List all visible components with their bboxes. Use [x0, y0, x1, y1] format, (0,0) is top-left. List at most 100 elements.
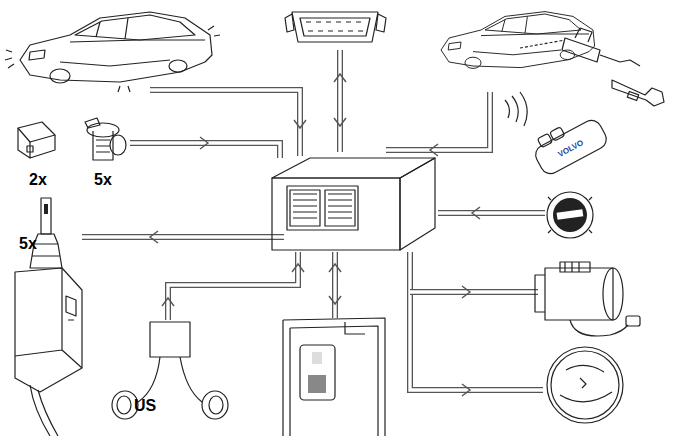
- signal-arrows: [82, 50, 545, 396]
- signal-arrows-part: [386, 92, 490, 150]
- signal-arrows-part: [410, 289, 538, 295]
- signal-arrows-part: [334, 118, 346, 126]
- signal-arrows-part: [337, 50, 343, 152]
- signal-arrows-part: [462, 384, 470, 396]
- starter-motor-part: [626, 316, 640, 326]
- door-switches-part: [27, 146, 33, 152]
- signal-arrows-part: [430, 144, 438, 156]
- diagnostic-connector-part: [285, 14, 386, 32]
- signal-arrows-part: [410, 290, 538, 293]
- ignition-switch-part: [547, 192, 593, 238]
- starter-motor-part: [560, 262, 590, 272]
- signal-arrows-part: [294, 120, 306, 128]
- ignition-switch-part: [553, 198, 587, 232]
- switch-panel-part: [345, 322, 365, 334]
- door-switches-part: [18, 122, 55, 142]
- signal-arrows-part: [386, 92, 490, 150]
- brand-label: VOLVO: [557, 139, 585, 159]
- door-switches-part: [87, 123, 119, 137]
- car-central-locking-part: [627, 91, 638, 100]
- lock-motor-part: [30, 385, 58, 436]
- diagnostic-connector-part: [300, 18, 370, 36]
- door-switches-part: [110, 135, 126, 155]
- switch-panel-part: [300, 345, 335, 400]
- central-module-part: [272, 158, 435, 178]
- ultrasonic-sensors-part: [150, 322, 190, 357]
- car-central-locking-part: [520, 40, 565, 48]
- signal-arrows-part: [168, 252, 298, 320]
- switch-panel-part: [308, 375, 326, 393]
- ultrasonic-sensors-part: [202, 391, 228, 419]
- lock-motor-part: [15, 268, 82, 392]
- central-module-part: [272, 178, 400, 250]
- signal-arrows-part: [332, 252, 338, 318]
- central-module-part: [293, 194, 352, 218]
- car-central-locking: [441, 12, 664, 106]
- remote-control-part: [550, 127, 565, 141]
- signal-arrows-part: [82, 234, 284, 240]
- signal-arrows-part: [338, 50, 341, 152]
- siren: [547, 347, 623, 423]
- central-module-part: [325, 190, 355, 226]
- signal-arrows-part: [200, 137, 208, 149]
- ultrasonic-sensors-part: [209, 396, 223, 414]
- quantity-label: 2x: [29, 172, 47, 188]
- signal-arrows-part: [150, 231, 158, 243]
- starter-motor-part: [535, 275, 545, 312]
- remote-control-part: [505, 92, 527, 126]
- siren-part: [560, 365, 612, 401]
- central-module: [272, 158, 435, 250]
- ultrasonic-sensors: [112, 322, 228, 419]
- signal-arrows-part: [333, 252, 336, 318]
- starter-motor-part: [570, 320, 628, 336]
- signal-arrows-part: [292, 264, 304, 272]
- door-switches-part: [93, 131, 113, 160]
- door-switches-part: [18, 128, 55, 158]
- door-switches-part: [85, 118, 100, 128]
- remote-control: [505, 92, 610, 177]
- diagnostic-connector-part: [306, 22, 363, 31]
- signal-arrows-part: [82, 235, 284, 238]
- signal-arrows-part: [410, 252, 543, 390]
- switch-panel-part: [283, 318, 385, 436]
- starter-motor-part: [603, 268, 623, 320]
- ignition-switch-part: [548, 197, 592, 233]
- siren-part: [551, 351, 619, 419]
- lock-motor-part: [41, 198, 51, 234]
- switch-panel: [283, 318, 385, 436]
- diagnostic-connector: [285, 12, 386, 42]
- signal-arrows-part: [329, 296, 341, 304]
- market-label: US: [134, 398, 156, 414]
- signal-arrows-part: [410, 252, 543, 390]
- remote-control-part: [537, 133, 552, 147]
- switch-panel-part: [312, 352, 322, 364]
- signal-arrows-part: [162, 298, 174, 306]
- central-module-part: [287, 186, 358, 230]
- car-central-locking-part: [575, 28, 640, 66]
- central-module-part: [400, 158, 435, 250]
- switch-panel-part: [290, 326, 378, 436]
- car-lights-part: [5, 26, 220, 92]
- lock-motor: [15, 198, 82, 436]
- ignition-switch: [547, 192, 593, 238]
- ignition-switch-part: [557, 209, 584, 220]
- signal-arrows-part: [168, 252, 298, 320]
- signal-arrows-part: [472, 207, 480, 219]
- ultrasonic-sensors-part: [117, 396, 131, 414]
- signal-arrows-part: [334, 74, 346, 82]
- starter-motor-part: [565, 262, 579, 272]
- car-lights-part: [20, 12, 212, 83]
- lock-motor-part: [15, 268, 82, 368]
- car-lights: [5, 12, 220, 92]
- signal-arrows-part: [462, 286, 470, 298]
- siren-part: [580, 378, 586, 388]
- starter-motor: [535, 262, 640, 336]
- signal-arrows-part: [438, 210, 545, 216]
- quantity-label: 5x: [94, 172, 112, 188]
- car-central-locking-part: [612, 80, 664, 106]
- ultrasonic-sensors-part: [138, 357, 202, 402]
- quantity-label: 5x: [19, 236, 37, 252]
